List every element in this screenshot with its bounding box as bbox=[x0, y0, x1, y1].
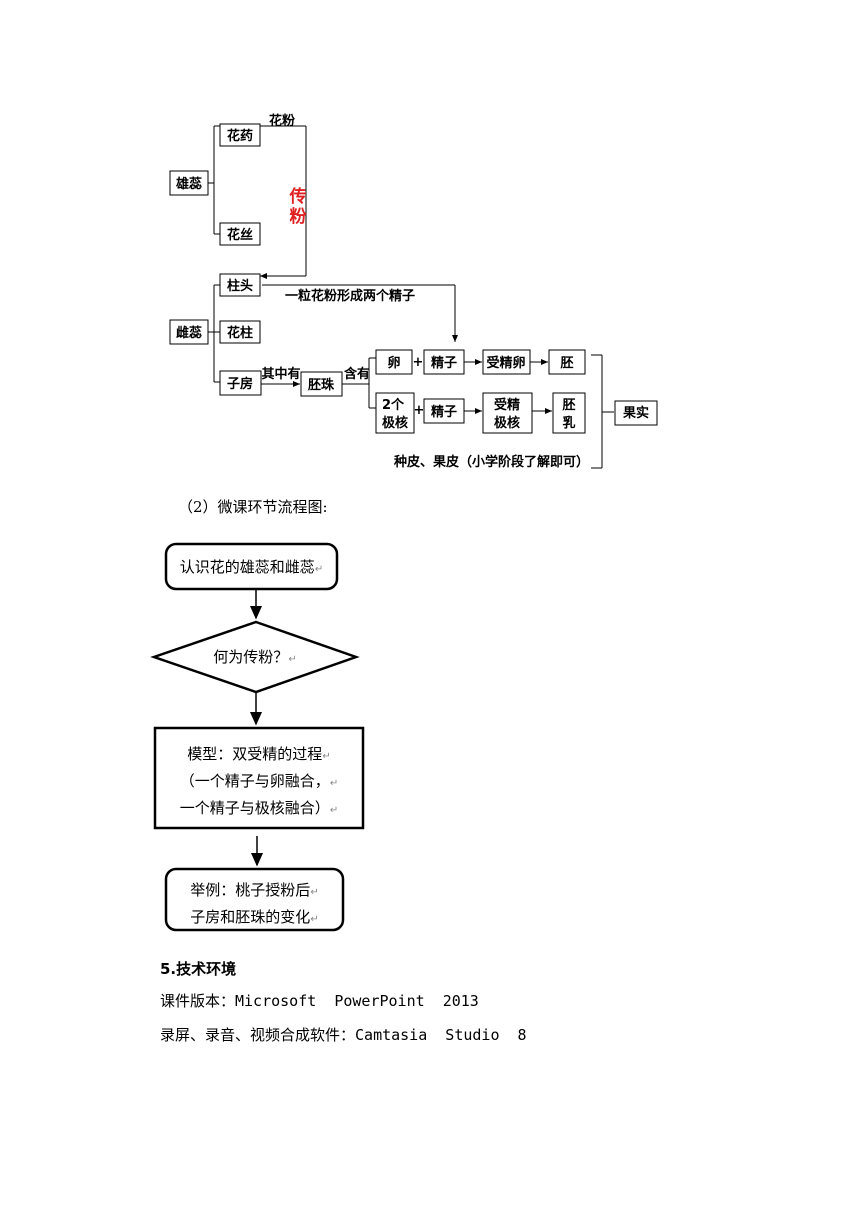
endosperm-line2: 乳 bbox=[562, 415, 575, 431]
stigma-label: 柱头 bbox=[227, 278, 253, 294]
flow-step-3: 模型：双受精的过程↵ （一个精子与卵融合，↵ 一个精子与极核融合）↵ bbox=[179, 745, 339, 817]
polar-nuclei-line2: 极核 bbox=[382, 415, 408, 431]
flow-step-2: 何为传粉？↵ bbox=[213, 648, 297, 666]
polar-nuclei-line1: 2个 bbox=[382, 397, 405, 413]
recording-software: 录屏、录音、视频合成软件：Camtasia Studio 8 bbox=[160, 1026, 527, 1044]
plus-1: + bbox=[413, 355, 424, 370]
egg-label: 卵 bbox=[387, 355, 400, 371]
one-pollen-note: 一粒花粉形成两个精子 bbox=[285, 288, 415, 304]
pollination-label: 传 bbox=[289, 186, 307, 207]
anther-label: 花药 bbox=[227, 128, 253, 144]
sperm-label-1: 精子 bbox=[431, 355, 457, 371]
fertilized-polar-line2: 极核 bbox=[494, 415, 520, 431]
ovule-label: 胚珠 bbox=[308, 377, 335, 393]
fruit-label: 果实 bbox=[622, 405, 649, 421]
courseware-version: 课件版本：Microsoft PowerPoint 2013 bbox=[160, 992, 479, 1010]
pistil-label: 雌蕊 bbox=[176, 325, 202, 341]
contains-label-2: 含有 bbox=[343, 366, 370, 382]
ovary-label: 子房 bbox=[227, 376, 253, 392]
endosperm-line1: 胚 bbox=[562, 398, 575, 413]
pollination-label-2: 粉 bbox=[290, 206, 307, 227]
plus-2: + bbox=[414, 403, 425, 418]
pollen-label: 花粉 bbox=[269, 113, 295, 129]
sperm-label-2: 精子 bbox=[431, 404, 457, 420]
seedcoat-note: 种皮、果皮（小学阶段了解即可） bbox=[393, 454, 589, 470]
fertilized-egg-label: 受精卵 bbox=[486, 355, 525, 371]
microlesson-flowchart bbox=[150, 542, 365, 932]
fertilized-polar-line1: 受精 bbox=[494, 397, 520, 413]
flow-step-1: 认识花的雄蕊和雌蕊↵ bbox=[179, 558, 324, 576]
style-label: 花柱 bbox=[227, 325, 253, 341]
filament-label: 花丝 bbox=[227, 227, 253, 243]
flower-structure-diagram: 雄蕊 花药 花丝 花粉 雌蕊 柱头 花柱 子房 一粒花粉形成两个精子 其中有 胚… bbox=[169, 113, 658, 470]
embryo-label: 胚 bbox=[560, 356, 573, 371]
contains-label-1: 其中有 bbox=[261, 366, 300, 382]
flow-step-4: 举例：桃子授粉后↵ 子房和胚珠的变化↵ bbox=[190, 881, 319, 926]
stamen-label: 雄蕊 bbox=[175, 176, 202, 192]
section-title: 5.技术环境 bbox=[160, 960, 237, 978]
flowchart-caption: （2）微课环节流程图: bbox=[178, 498, 328, 516]
